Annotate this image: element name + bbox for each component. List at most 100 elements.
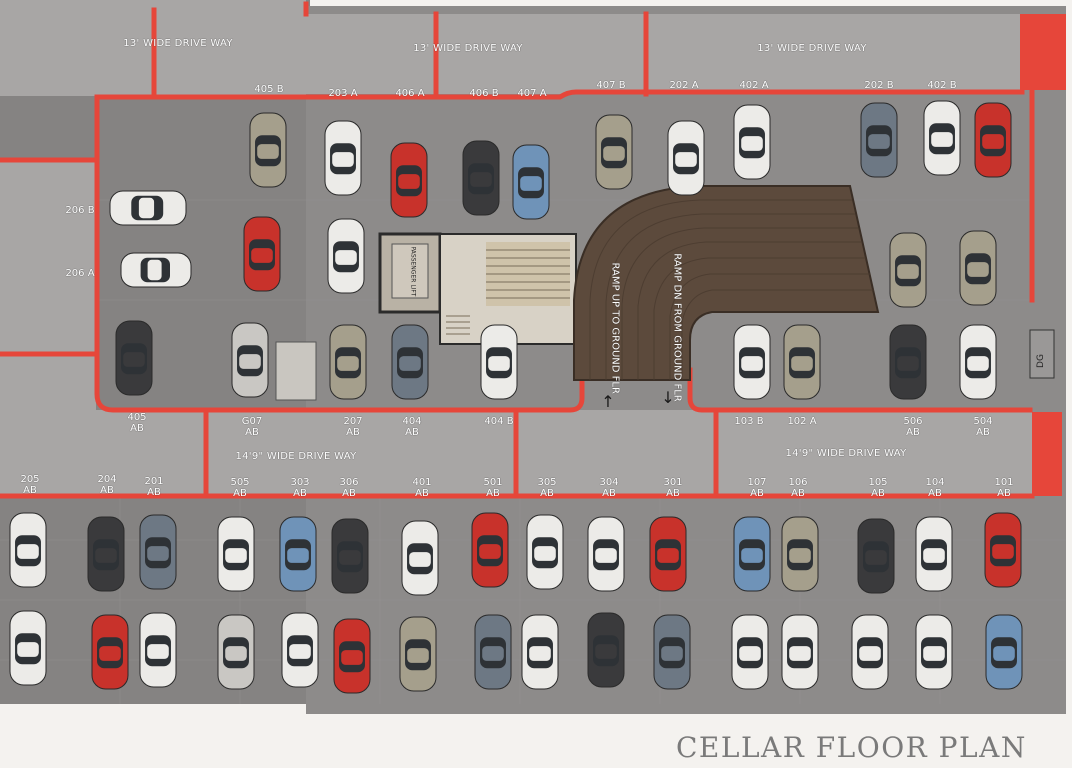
car bbox=[115, 320, 153, 396]
car bbox=[474, 614, 512, 690]
slot-402a: 402 A bbox=[739, 80, 769, 91]
car bbox=[217, 614, 255, 690]
slot-404b: 404 B bbox=[484, 416, 514, 427]
car bbox=[731, 614, 769, 690]
car bbox=[324, 120, 362, 196]
car bbox=[249, 112, 287, 188]
red-block-top bbox=[1020, 14, 1066, 90]
slot-407a: 407 A bbox=[517, 88, 547, 99]
driveways bbox=[0, 0, 1032, 496]
slot-407b: 407 B bbox=[596, 80, 626, 91]
car bbox=[649, 516, 687, 592]
page-title: CELLAR FLOOR PLAN bbox=[676, 731, 1027, 764]
dg-box bbox=[1029, 329, 1055, 379]
slot-205ab: 205 AB bbox=[20, 474, 40, 496]
slot-203a: 203 A bbox=[328, 88, 358, 99]
slot-404ab: 404 AB bbox=[402, 416, 422, 438]
car bbox=[733, 104, 771, 180]
slot-102a: 102 A bbox=[787, 416, 817, 427]
slot-301ab: 301 AB bbox=[663, 477, 683, 499]
slot-501ab: 501 AB bbox=[483, 477, 503, 499]
slot-101ab: 101 AB bbox=[994, 477, 1014, 499]
car bbox=[231, 322, 269, 398]
ramp-down-label: RAMP DN FROM GROUND FLR bbox=[671, 253, 683, 402]
slot-401ab: 401 AB bbox=[412, 477, 432, 499]
car bbox=[333, 618, 371, 694]
car bbox=[9, 610, 47, 686]
ramp-up-label: RAMP UP TO GROUND FLR bbox=[609, 262, 621, 394]
car bbox=[733, 516, 771, 592]
lift-label: PASSENGER LIFT bbox=[409, 246, 417, 297]
car bbox=[974, 102, 1012, 178]
arrow-up-icon: ↑ bbox=[601, 392, 615, 411]
car bbox=[851, 614, 889, 690]
car bbox=[91, 614, 129, 690]
driveway-label-middle-right: 14'9" WIDE DRIVE WAY bbox=[785, 448, 907, 459]
car bbox=[327, 218, 365, 294]
car bbox=[781, 516, 819, 592]
slot-303ab: 303 AB bbox=[290, 477, 310, 499]
car bbox=[526, 514, 564, 590]
slot-201ab: 201 AB bbox=[144, 476, 164, 498]
car bbox=[985, 614, 1023, 690]
car bbox=[733, 324, 771, 400]
car bbox=[587, 612, 625, 688]
slot-106ab: 106 AB bbox=[788, 477, 808, 499]
car bbox=[243, 216, 281, 292]
car bbox=[399, 616, 437, 692]
car bbox=[521, 614, 559, 690]
car bbox=[783, 324, 821, 400]
dg-label: DG bbox=[1035, 354, 1046, 368]
car bbox=[120, 252, 192, 288]
parked-cars bbox=[9, 100, 1023, 694]
slot-204ab: 204 AB bbox=[97, 474, 117, 496]
car bbox=[915, 516, 953, 592]
car bbox=[595, 114, 633, 190]
slot-505ab: 505 AB bbox=[230, 477, 250, 499]
slot-206a: 206 A bbox=[65, 268, 95, 279]
car bbox=[331, 518, 369, 594]
core bbox=[378, 232, 577, 345]
boundary-lines bbox=[0, 1, 1035, 499]
car bbox=[462, 140, 500, 216]
car bbox=[667, 120, 705, 196]
car bbox=[512, 144, 550, 220]
driveway-label-top-right: 13' WIDE DRIVE WAY bbox=[757, 43, 867, 54]
slot-107ab: 107 AB bbox=[747, 477, 767, 499]
slot-103b: 103 B bbox=[734, 416, 764, 427]
car bbox=[9, 512, 47, 588]
car bbox=[390, 142, 428, 218]
car bbox=[857, 518, 895, 594]
slot-104ab: 104 AB bbox=[925, 477, 945, 499]
car bbox=[87, 516, 125, 592]
equipment-box bbox=[275, 341, 317, 401]
car bbox=[889, 232, 927, 308]
slot-207ab: 207 AB bbox=[343, 416, 363, 438]
slot-202a: 202 A bbox=[669, 80, 699, 91]
car bbox=[889, 324, 927, 400]
car bbox=[279, 516, 317, 592]
car bbox=[781, 614, 819, 690]
car bbox=[217, 516, 255, 592]
car bbox=[923, 100, 961, 176]
slot-406b: 406 B bbox=[469, 88, 499, 99]
slot-405b: 405 B bbox=[254, 84, 284, 95]
slot-405ab: 405 AB bbox=[127, 412, 147, 434]
car bbox=[329, 324, 367, 400]
driveway-label-top-center: 13' WIDE DRIVE WAY bbox=[413, 43, 523, 54]
slot-607ab: G07 AB bbox=[241, 416, 263, 438]
car bbox=[860, 102, 898, 178]
driveway-label-top-left: 13' WIDE DRIVE WAY bbox=[123, 38, 233, 49]
slot-504ab: 504 AB bbox=[973, 416, 993, 438]
slot-105ab: 105 AB bbox=[868, 477, 888, 499]
car bbox=[984, 512, 1022, 588]
car bbox=[959, 324, 997, 400]
car bbox=[401, 520, 439, 596]
car bbox=[471, 512, 509, 588]
car bbox=[959, 230, 997, 306]
car bbox=[653, 614, 691, 690]
car bbox=[915, 614, 953, 690]
slot-402b: 402 B bbox=[927, 80, 957, 91]
slot-305ab: 305 AB bbox=[537, 477, 557, 499]
